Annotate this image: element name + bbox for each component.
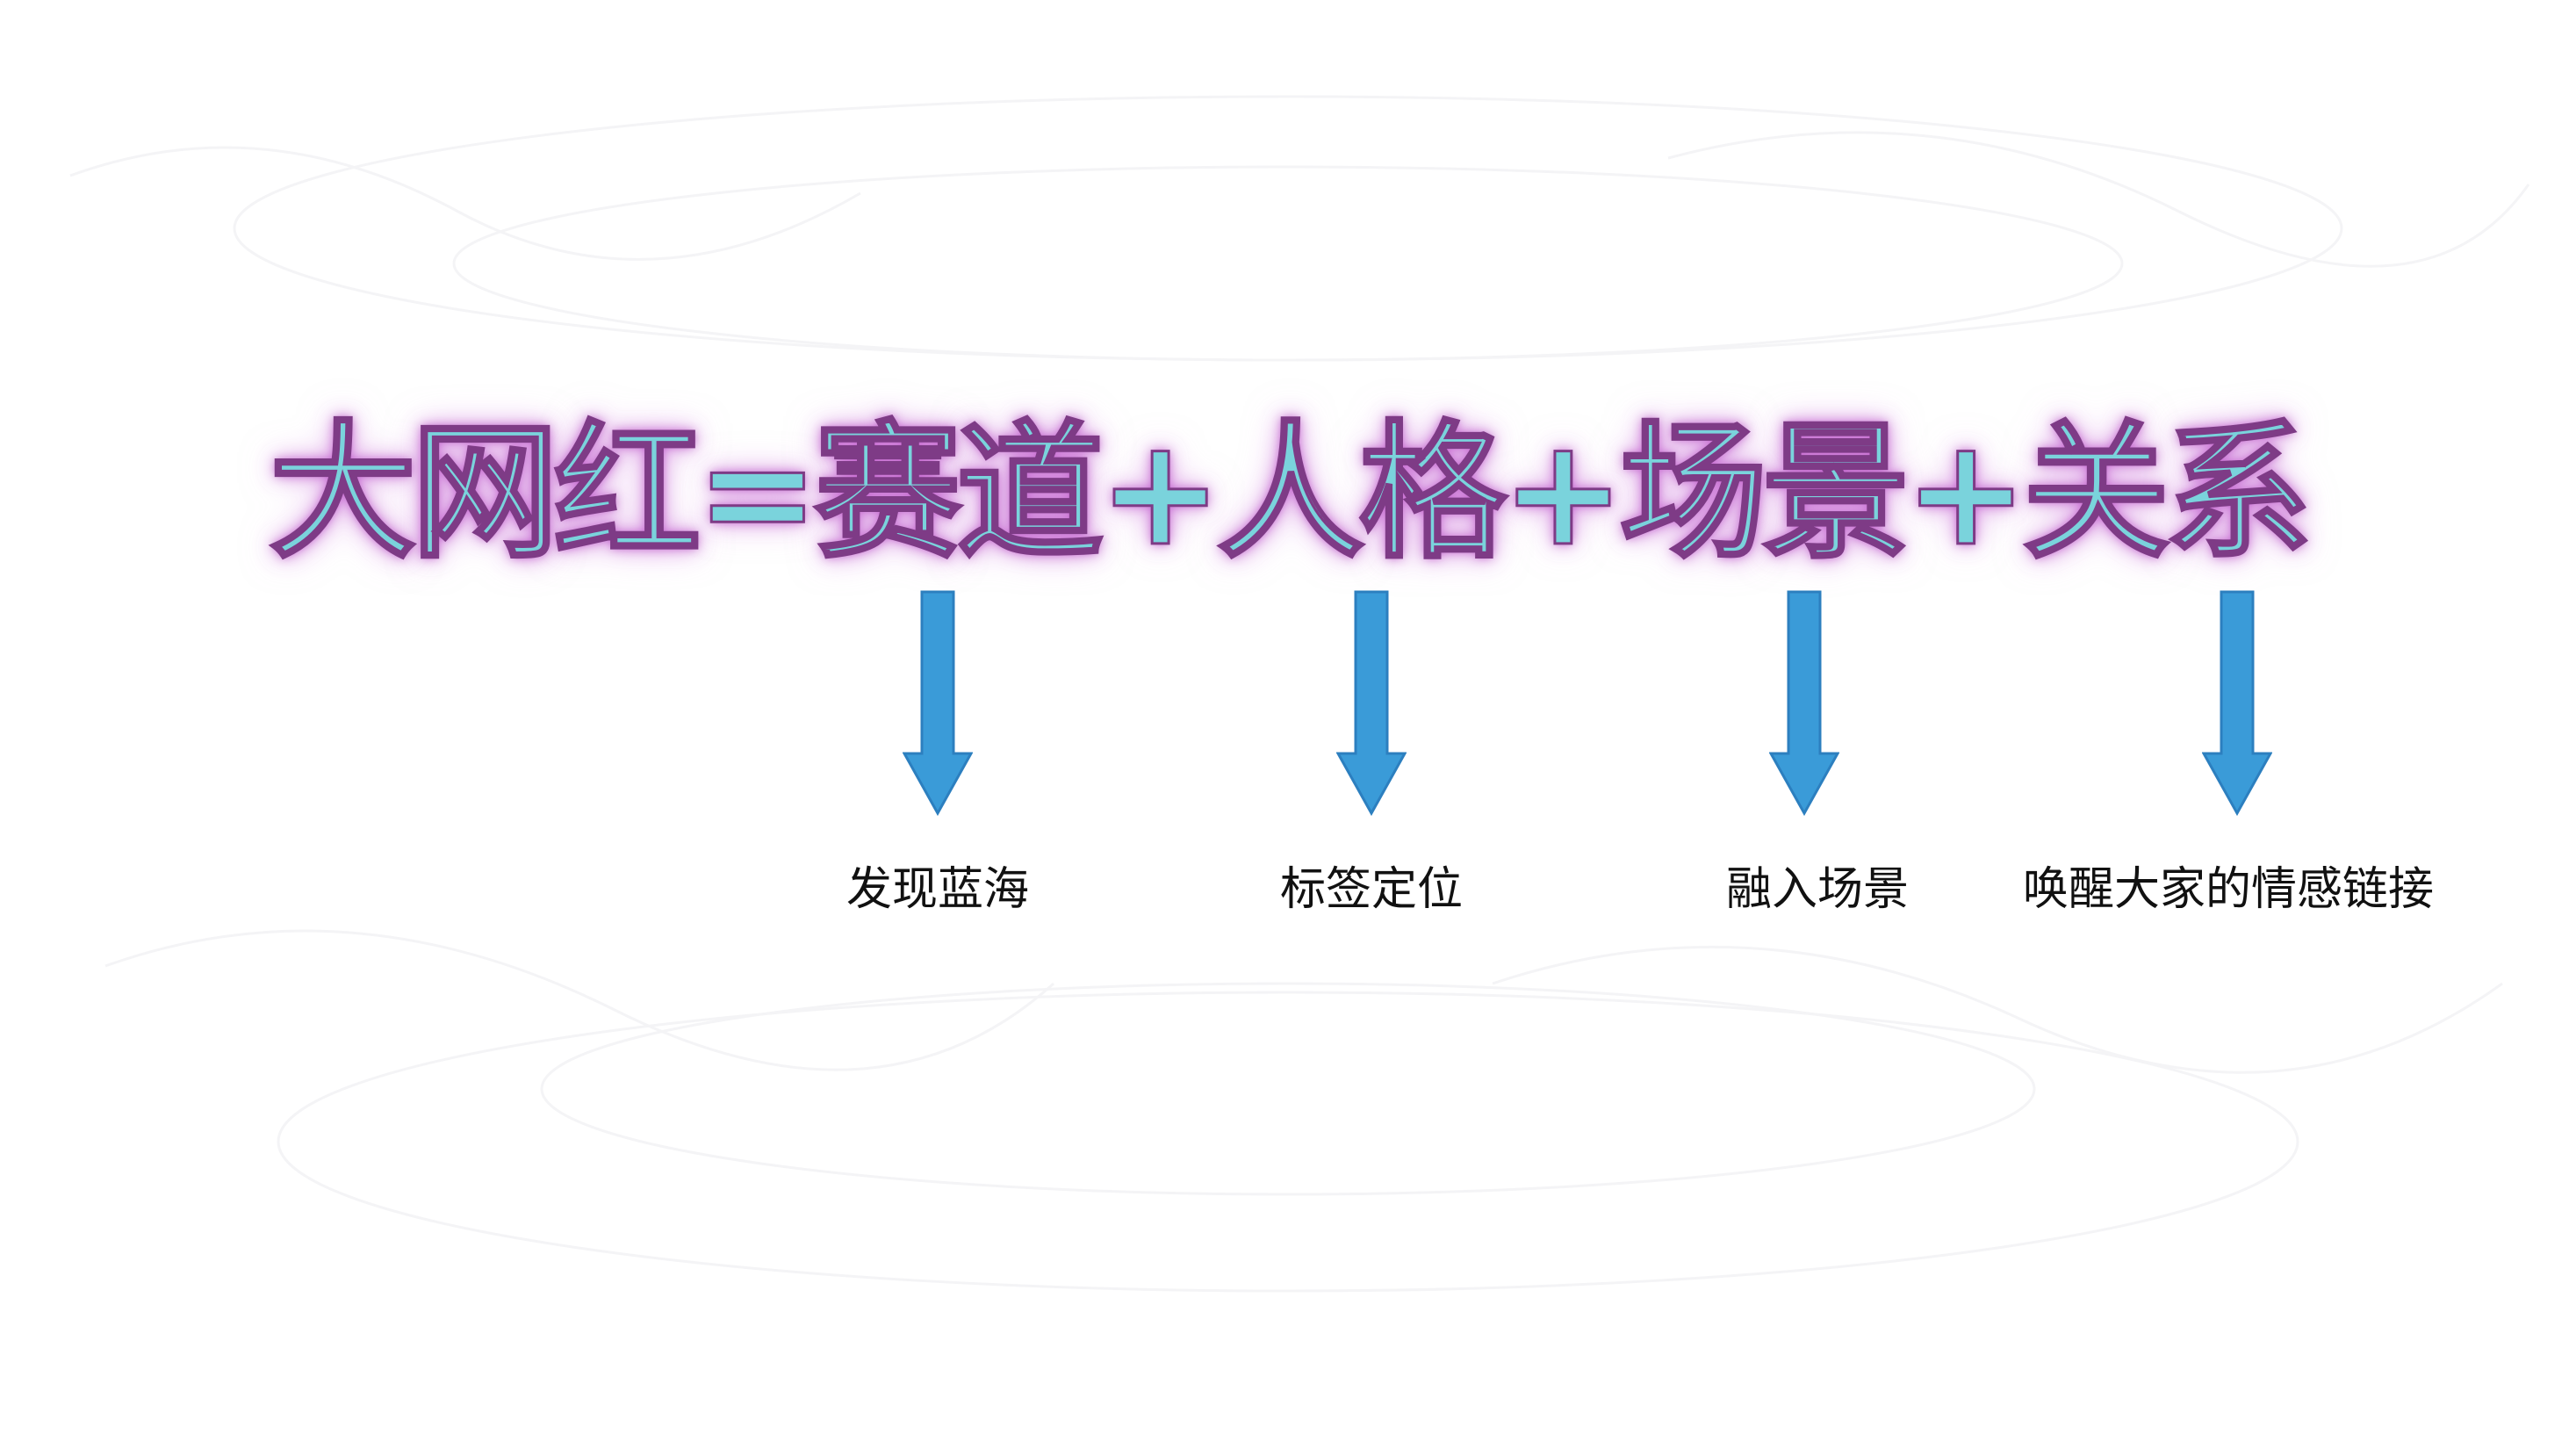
down-arrow-icon <box>1336 590 1407 817</box>
branch-label-emotional-link: 唤醒大家的情感链接 <box>2022 863 2435 916</box>
down-arrow-icon <box>2202 590 2272 817</box>
down-arrow-icon <box>1769 590 1839 817</box>
branch-label-blue-ocean: 发现蓝海 <box>845 863 1030 916</box>
down-arrow-icon <box>903 590 973 817</box>
formula-headline: 大网红=赛道+人格+场景+关系 <box>268 404 2313 580</box>
branch-label-positioning: 标签定位 <box>1279 863 1464 916</box>
branch-label-scene: 融入场景 <box>1725 863 1910 916</box>
